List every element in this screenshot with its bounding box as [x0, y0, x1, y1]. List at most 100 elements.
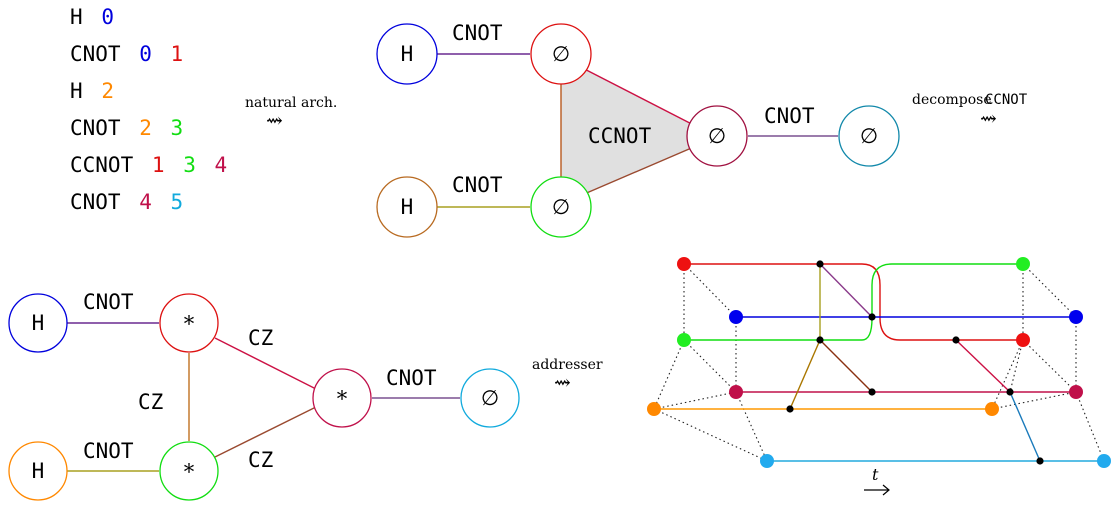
node-label: H	[32, 311, 45, 335]
edge-q3-q4	[214, 405, 319, 458]
edge-label: CZ	[138, 390, 163, 414]
qubit-endpoint	[1016, 257, 1030, 271]
gate-junction	[868, 388, 876, 396]
wire-qubit-1	[684, 263, 1023, 341]
qubit-endpoint	[760, 454, 774, 468]
qubit-endpoint	[1069, 385, 1083, 399]
gate-link-cz-1-4	[955, 339, 1011, 393]
node-qubit-5	[460, 368, 520, 428]
frame-edge	[683, 339, 737, 393]
gate-junction	[868, 313, 876, 321]
squiggle-arrow-icon: ⇝	[266, 108, 283, 132]
node-qubit-3	[159, 441, 219, 501]
qubit-index: 3	[183, 153, 196, 177]
qubit-index: 4	[139, 190, 152, 214]
node-qubit-1	[530, 23, 592, 85]
gate-junction	[786, 405, 794, 413]
program-line-1: H 0	[70, 5, 114, 29]
node-qubit-4	[686, 105, 748, 167]
qubit-index: 0	[139, 42, 152, 66]
node-label: H	[401, 195, 414, 219]
node-qubit-5	[838, 105, 900, 167]
empty-set-icon: ∅	[552, 42, 570, 66]
edge-label: CNOT	[452, 21, 503, 45]
program-listing: H 0 CNOT 0 1 H 2 CNOT 2 3 CCNOT 1 3 4 CN…	[70, 5, 227, 214]
gate-link-cz-3-4	[819, 339, 873, 393]
qubit-endpoint	[677, 257, 691, 271]
empty-set-icon: ∅	[708, 124, 726, 148]
frame-edge	[653, 339, 685, 410]
edge-label: CNOT	[452, 173, 503, 197]
qubit-index: 3	[171, 116, 184, 140]
squiggle-arrow-icon: ⇝	[980, 106, 997, 130]
asterisk-icon: *	[337, 387, 348, 411]
ccnot-hyperedge	[561, 57, 717, 204]
program-line-5: CCNOT 1 3 4	[70, 153, 227, 177]
gate-junction	[952, 336, 960, 344]
frame-edge	[991, 339, 1024, 410]
spacetime-routing: t	[647, 257, 1111, 496]
qubit-index: 1	[152, 153, 165, 177]
program-line-4: CNOT 2 3	[70, 116, 183, 140]
qubit-endpoint	[729, 385, 743, 399]
gate-name: H	[70, 5, 83, 29]
ccnot-label: CCNOT	[588, 124, 652, 148]
frame-edge	[991, 391, 1077, 410]
edge-label: CNOT	[386, 366, 437, 390]
node-label: H	[32, 459, 45, 483]
squiggle-arrow-icon: ⇝	[554, 370, 571, 394]
graph-decomposed: CNOT CZ CZ CZ CNOT CNOT H * H * * ∅	[8, 290, 520, 501]
gate-junction	[1006, 388, 1014, 396]
frame-edge	[1022, 263, 1077, 318]
frame-edge	[1009, 339, 1024, 393]
node-qubit-0	[8, 293, 68, 353]
gate-name: H	[70, 79, 83, 103]
edge-q1-q4	[214, 337, 319, 391]
edge-label: CZ	[248, 448, 273, 472]
gate-name: CNOT	[70, 190, 121, 214]
natural-arch-arrow: natural arch. ⇝	[245, 95, 337, 132]
qubit-index: 2	[101, 79, 114, 103]
qubit-index: 5	[171, 190, 184, 214]
arrow-label-gate: CCNOT	[985, 92, 1028, 108]
addresser-arrow: addresser ⇝	[532, 357, 603, 394]
node-qubit-1	[159, 293, 219, 353]
qubit-index: 4	[215, 153, 228, 177]
frame-edge	[735, 391, 768, 462]
program-line-2: CNOT 0 1	[70, 42, 183, 66]
gate-junction	[816, 260, 824, 268]
program-line-3: H 2	[70, 79, 114, 103]
qubit-endpoint	[1097, 454, 1111, 468]
gate-link-cnot-0-1	[819, 263, 873, 318]
frame-edge	[1075, 391, 1105, 462]
node-label: H	[401, 42, 414, 66]
asterisk-icon: *	[184, 460, 195, 484]
gate-link-cnot-2-3b	[789, 339, 821, 410]
gate-name: CNOT	[70, 116, 121, 140]
node-qubit-0	[376, 23, 438, 85]
empty-set-icon: ∅	[860, 124, 878, 148]
arrow-label: decompose	[912, 92, 992, 108]
graph-natural-architecture: CCNOT CNOT CNOT CNOT H ∅ H ∅ ∅ ∅	[376, 21, 900, 238]
edge-label: CNOT	[83, 439, 134, 463]
qubit-index: 0	[101, 5, 114, 29]
gate-name: CCNOT	[70, 153, 134, 177]
gate-junction	[1036, 457, 1044, 465]
gate-junction	[816, 336, 824, 344]
qubit-endpoint	[1069, 310, 1083, 324]
frame-edge	[1022, 339, 1077, 393]
node-qubit-3	[530, 176, 592, 238]
edge-label: CZ	[248, 326, 273, 350]
decompose-arrow: decompose CCNOT ⇝	[912, 92, 1028, 130]
qubit-endpoint	[1016, 333, 1030, 347]
arrow-label: natural arch.	[245, 95, 337, 111]
time-arrow-head-icon	[882, 484, 890, 496]
frame-edge	[683, 263, 737, 318]
frame-edge	[653, 391, 737, 410]
empty-set-icon: ∅	[481, 386, 499, 410]
qubit-index: 1	[171, 42, 184, 66]
time-label: t	[872, 465, 879, 484]
asterisk-icon: *	[184, 312, 195, 336]
frame-edge	[653, 408, 768, 462]
node-qubit-2	[376, 176, 438, 238]
